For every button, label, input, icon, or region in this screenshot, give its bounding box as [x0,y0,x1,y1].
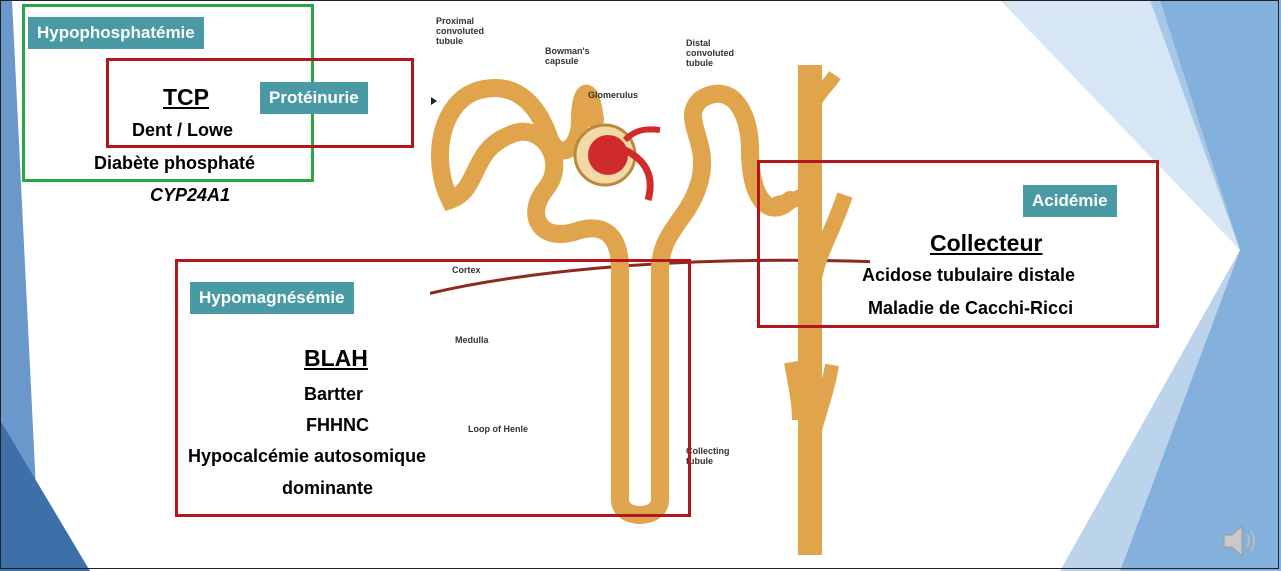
slide-border [0,0,1279,569]
